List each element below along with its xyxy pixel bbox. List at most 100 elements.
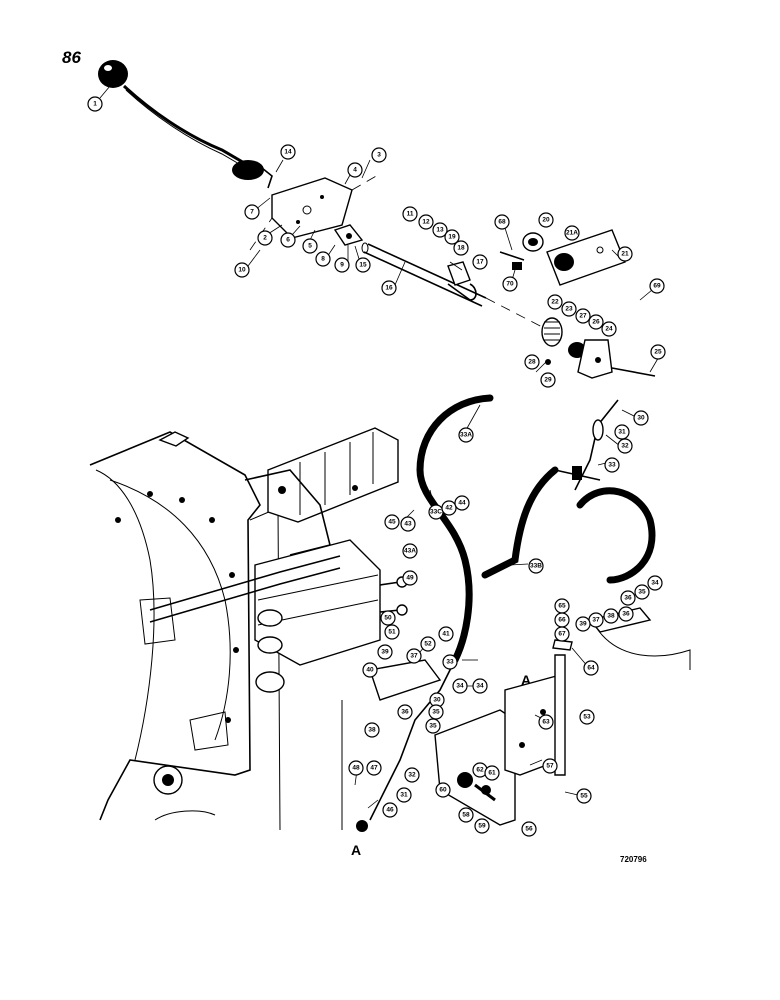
svg-text:63: 63	[542, 719, 550, 726]
svg-text:33A: 33A	[460, 432, 472, 439]
callout: 53	[579, 709, 595, 725]
callout: 36	[618, 606, 634, 622]
callout: 1	[87, 96, 103, 112]
callout: 28	[524, 354, 540, 370]
svg-text:10: 10	[238, 267, 246, 274]
svg-text:33: 33	[446, 659, 454, 666]
svg-text:30: 30	[637, 415, 645, 422]
callout: 36	[397, 704, 413, 720]
svg-text:11: 11	[407, 211, 414, 218]
callout: 48	[348, 760, 364, 776]
callout: 11	[402, 206, 418, 222]
callout: 58	[458, 807, 474, 823]
callout: 33B	[528, 558, 544, 574]
svg-text:33B: 33B	[530, 563, 542, 570]
svg-text:48: 48	[352, 765, 360, 772]
svg-text:35: 35	[638, 589, 646, 596]
svg-text:42: 42	[445, 505, 453, 512]
callout: 44	[454, 495, 470, 511]
callout: 59	[474, 818, 490, 834]
shift-lever	[98, 60, 273, 189]
callout: 67	[554, 626, 570, 642]
svg-text:2: 2	[263, 235, 267, 242]
svg-text:59: 59	[478, 823, 486, 830]
svg-text:37: 37	[410, 653, 418, 660]
callout-bubbles: 1 14 3 4 7 2 6 5 8 9 15 10 11 12 13 19 1…	[87, 96, 666, 837]
callout: 12	[418, 214, 434, 230]
callout: 18	[453, 240, 469, 256]
svg-text:36: 36	[622, 611, 630, 618]
callout: 23	[561, 301, 577, 317]
svg-text:14: 14	[284, 149, 292, 156]
callout: 37	[588, 612, 604, 628]
svg-text:60: 60	[439, 787, 447, 794]
callout: 70	[502, 276, 518, 292]
svg-text:30: 30	[433, 697, 441, 704]
svg-text:49: 49	[406, 575, 414, 582]
callout: 38	[364, 722, 380, 738]
svg-text:12: 12	[422, 219, 430, 226]
cross-shaft	[361, 242, 549, 331]
callout: 15	[355, 257, 371, 273]
control-cables	[356, 394, 656, 832]
callout: 49	[402, 570, 418, 586]
svg-text:56: 56	[525, 826, 533, 833]
callout: 21A	[564, 225, 580, 241]
callout: 7	[244, 204, 260, 220]
svg-text:34: 34	[476, 683, 484, 690]
transmission-housing	[89, 431, 281, 831]
callout: 43A	[402, 543, 418, 559]
svg-text:37: 37	[592, 617, 600, 624]
svg-text:24: 24	[605, 326, 613, 333]
callout: 33	[604, 457, 620, 473]
svg-text:44: 44	[458, 500, 466, 507]
callout: 4	[347, 162, 363, 178]
callout: 14	[280, 144, 296, 160]
callout: 2	[257, 230, 273, 246]
svg-text:3: 3	[377, 152, 381, 159]
svg-text:36: 36	[401, 709, 409, 716]
svg-text:33C: 33C	[430, 509, 442, 516]
callout: 57	[542, 758, 558, 774]
svg-text:45: 45	[388, 519, 396, 526]
callout: 3	[371, 147, 387, 163]
callout: 39	[377, 644, 393, 660]
svg-text:23: 23	[565, 306, 573, 313]
svg-text:36: 36	[624, 595, 632, 602]
svg-text:38: 38	[607, 613, 615, 620]
callout: 60	[435, 782, 451, 798]
view-label-a-lower: A	[351, 842, 362, 858]
svg-text:22: 22	[551, 299, 559, 306]
svg-text:47: 47	[370, 765, 378, 772]
svg-text:43A: 43A	[404, 548, 416, 555]
callout: 41	[438, 626, 454, 642]
callout: 42	[441, 500, 457, 516]
callout: 16	[381, 280, 397, 296]
svg-text:51: 51	[388, 629, 396, 636]
callout: 37	[406, 648, 422, 664]
callout: 52	[420, 636, 436, 652]
callout: 21	[617, 246, 633, 262]
svg-text:4: 4	[353, 167, 357, 174]
svg-text:38: 38	[368, 727, 376, 734]
svg-text:57: 57	[546, 763, 554, 770]
svg-text:32: 32	[621, 443, 629, 450]
svg-text:43: 43	[404, 521, 412, 528]
svg-text:50: 50	[384, 615, 392, 622]
callout: 33A	[458, 427, 474, 443]
svg-text:27: 27	[579, 313, 587, 320]
callout: 51	[384, 624, 400, 640]
hydraulic-pump	[244, 427, 399, 556]
callout: 43	[400, 516, 416, 532]
callout: 65	[554, 598, 570, 614]
callout: 17	[472, 254, 488, 270]
callout: 32	[404, 767, 420, 783]
svg-text:33: 33	[608, 462, 616, 469]
svg-text:21A: 21A	[566, 230, 578, 237]
callout: 33C	[428, 504, 444, 520]
svg-text:70: 70	[506, 281, 514, 288]
callout: 22	[547, 294, 563, 310]
callout: 66	[554, 612, 570, 628]
svg-text:65: 65	[558, 603, 566, 610]
